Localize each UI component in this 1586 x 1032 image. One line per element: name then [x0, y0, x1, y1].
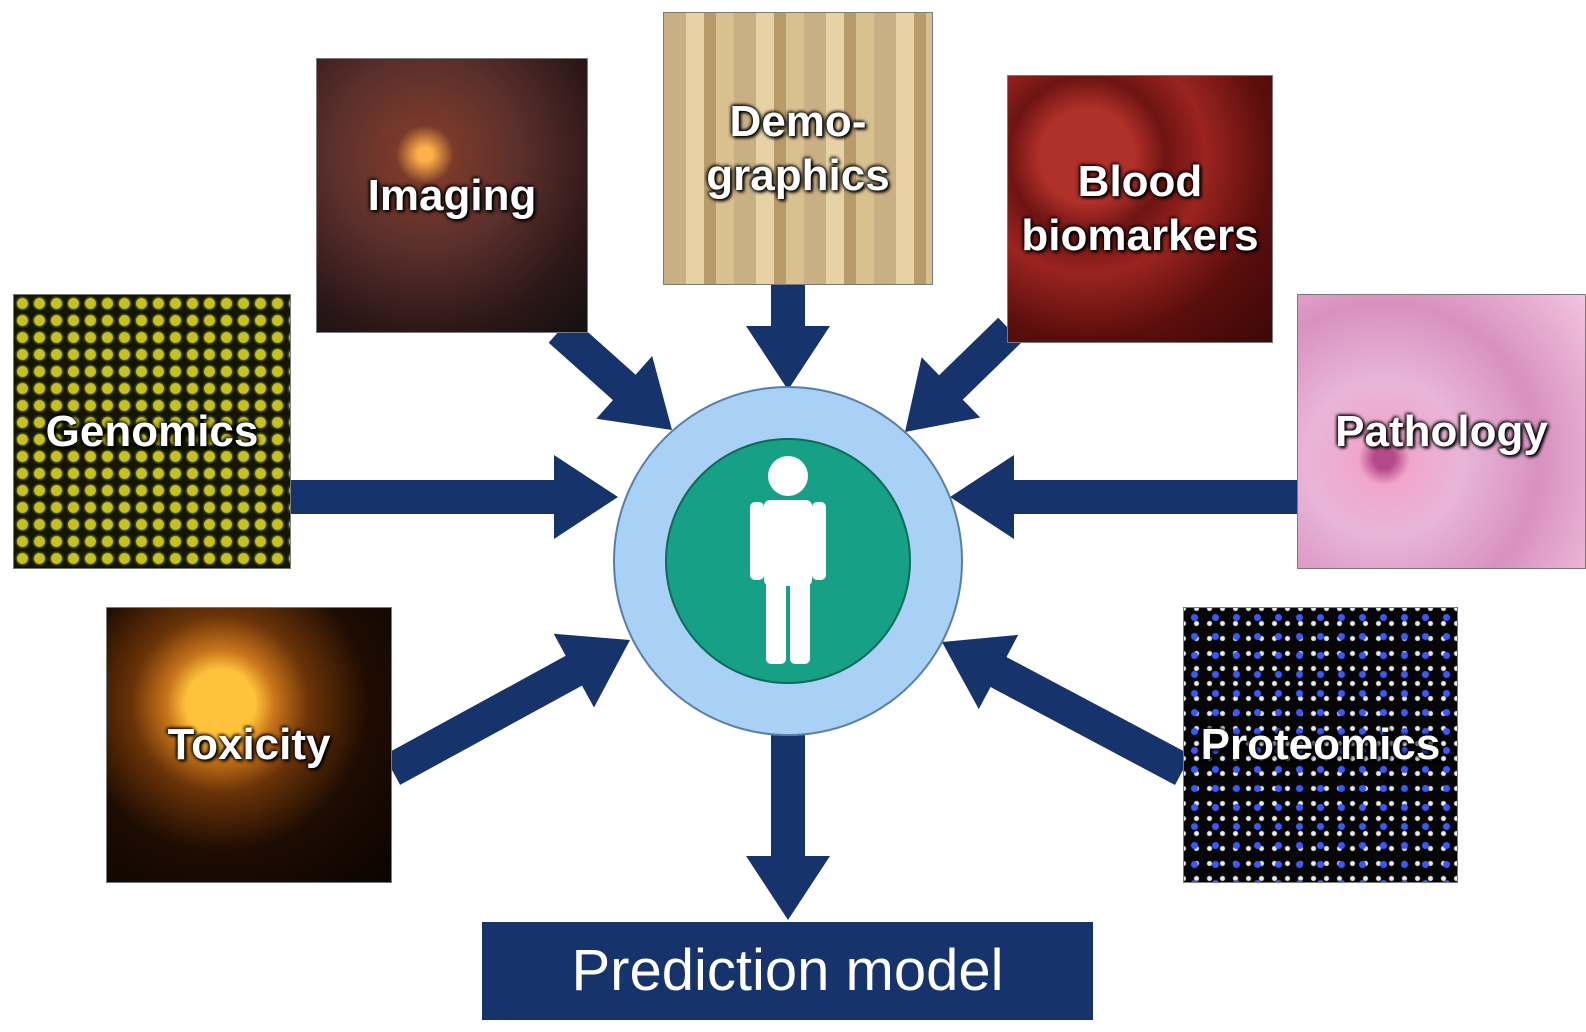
arrow-blood	[905, 317, 1022, 432]
person-icon	[750, 456, 826, 664]
arrow-proteomics	[942, 634, 1191, 785]
arrow-demographics	[746, 285, 830, 390]
prediction-model-box: Prediction model	[482, 922, 1093, 1020]
arrow-genomics	[291, 455, 618, 539]
demographics-tile: Demo- graphics	[663, 12, 933, 285]
genomics-label: Genomics	[45, 406, 259, 456]
pathology-label: Pathology	[1335, 406, 1548, 456]
pathology-tile: Pathology	[1297, 294, 1586, 569]
arrow-imaging	[548, 317, 672, 430]
proteomics-label: Proteomics	[1200, 720, 1441, 769]
toxicity-label: Toxicity	[167, 720, 331, 769]
proteomics-tile: Proteomics	[1183, 607, 1458, 883]
blood-biomarkers-label: Blood biomarkers	[1021, 157, 1259, 260]
prediction-model-label: Prediction model	[571, 938, 1004, 1003]
arrow-pathology	[950, 455, 1297, 539]
imaging-label: Imaging	[367, 170, 537, 220]
arrow-output	[746, 735, 830, 920]
arrow-toxicity	[383, 633, 630, 785]
arrows-group	[291, 285, 1297, 920]
toxicity-tile: Toxicity	[106, 607, 392, 883]
imaging-tile: Imaging	[316, 58, 588, 333]
demographics-label: Demo- graphics	[706, 96, 890, 200]
genomics-tile: Genomics	[13, 294, 291, 569]
blood-biomarkers-tile: Blood biomarkers	[1007, 75, 1273, 343]
